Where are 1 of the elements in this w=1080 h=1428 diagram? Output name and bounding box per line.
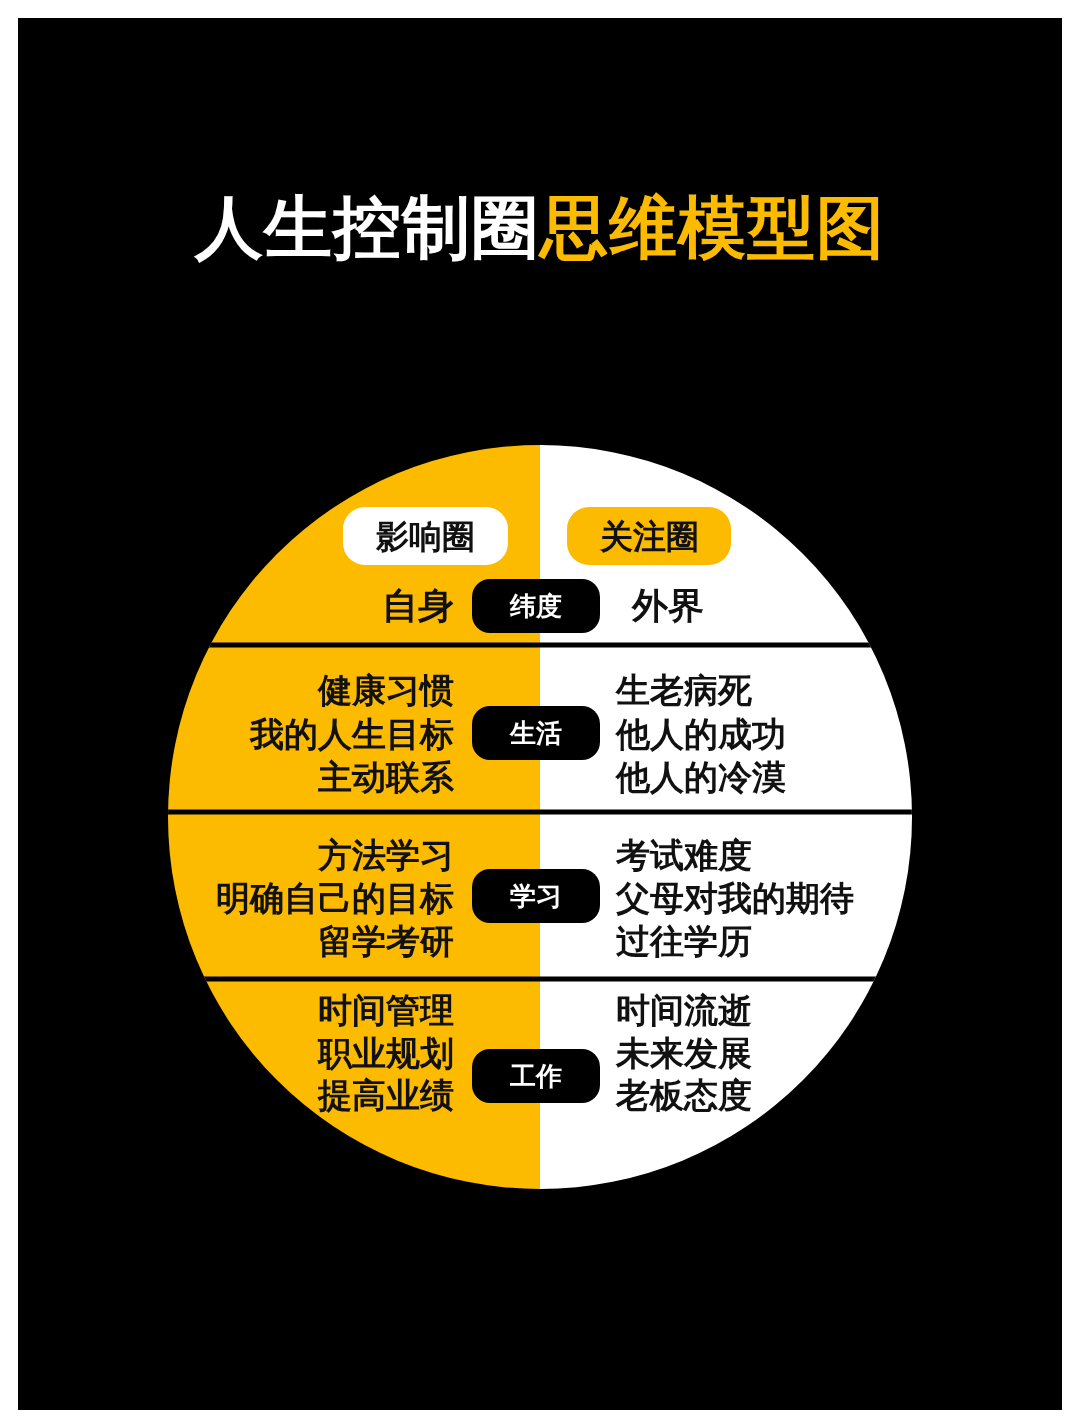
page-title: 人生控制圈思维模型图	[195, 194, 885, 262]
